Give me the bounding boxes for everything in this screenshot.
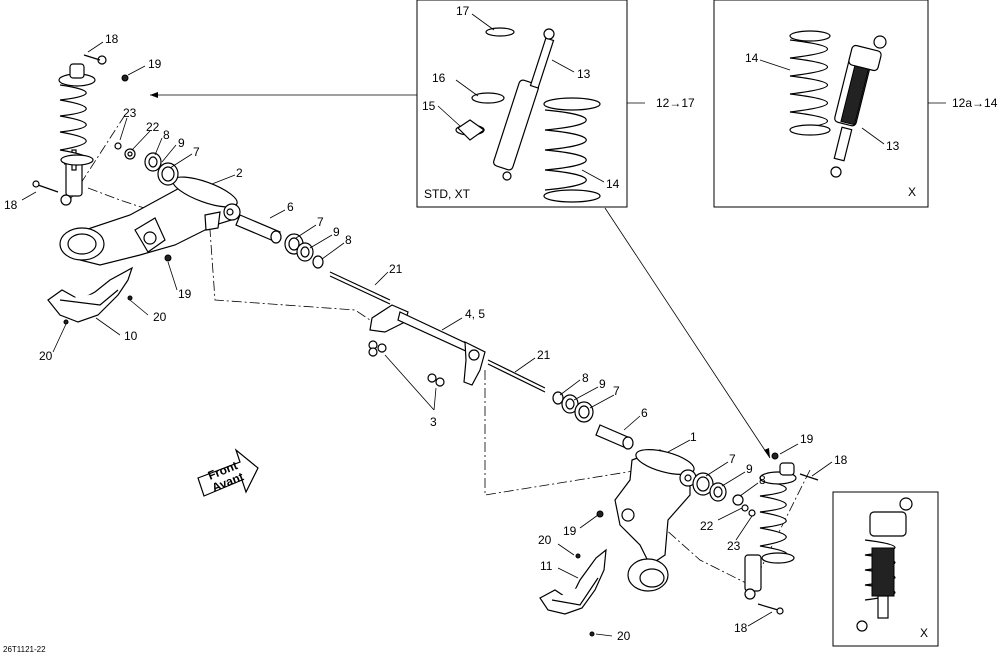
leader-lines bbox=[21, 13, 885, 637]
inset-std-xt bbox=[416, 0, 645, 208]
inset-std-callout-15: 15 bbox=[422, 99, 436, 113]
callout-1-right-a-arm: 1 bbox=[690, 430, 697, 444]
callout-8-left-upper: 8 bbox=[163, 128, 170, 142]
left-skid-plate bbox=[47, 266, 134, 325]
right-shock-absorber bbox=[744, 452, 819, 615]
callout-21-left-link: 21 bbox=[389, 262, 403, 276]
callout-6-left-shaft: 6 bbox=[287, 200, 294, 214]
inset-x-bottom bbox=[832, 491, 939, 647]
left-shock-absorber bbox=[32, 54, 129, 206]
callout-9-left-upper: 9 bbox=[178, 136, 185, 150]
left-a-arm bbox=[59, 176, 241, 266]
inset-x-top-range: 12a→14 bbox=[952, 96, 998, 110]
callout-8-right-upper: 8 bbox=[759, 473, 766, 487]
reference-code: 26T1121-22 bbox=[3, 645, 46, 654]
right-skid-plate bbox=[539, 548, 607, 637]
callout-11-right-skid: 11 bbox=[540, 559, 553, 573]
callout-10-left-skid: 10 bbox=[124, 329, 138, 343]
left-upper-bushings bbox=[114, 142, 179, 186]
callout-9-right-shaft: 9 bbox=[599, 377, 606, 391]
inset-x-top-caption: X bbox=[908, 185, 916, 199]
callout-20-right-skid: 20 bbox=[538, 533, 552, 547]
callout-labels: 18 19 23 22 8 9 7 2 6 7 9 8 18 19 20 10 … bbox=[4, 32, 848, 643]
callout-2-left-a-arm: 2 bbox=[236, 166, 243, 180]
callout-20-right-bottom: 20 bbox=[617, 629, 631, 643]
stabilizer-bar bbox=[329, 271, 546, 393]
inset-std-labels: 17 16 15 13 14 STD, XT 12→17 bbox=[422, 4, 695, 201]
callout-19-left-top: 19 bbox=[148, 57, 162, 71]
callout-23-left: 23 bbox=[123, 106, 137, 120]
callout-6-right-shaft: 6 bbox=[641, 406, 648, 420]
inset-std-range: 12→17 bbox=[656, 96, 695, 110]
inset-x-bottom-caption: X bbox=[920, 626, 928, 640]
inset-std-caption: STD, XT bbox=[424, 187, 471, 201]
callout-21-right-link: 21 bbox=[537, 348, 551, 362]
inset-x-top-labels: 14 13 X 12a→14 bbox=[745, 51, 998, 199]
callout-9-left-shaft: 9 bbox=[333, 225, 340, 239]
callout-22-right: 22 bbox=[700, 519, 714, 533]
callout-3-bolts: 3 bbox=[430, 415, 437, 429]
callout-22-left: 22 bbox=[146, 120, 160, 134]
callout-20-left-bottom: 20 bbox=[39, 349, 53, 363]
left-pivot-shaft bbox=[235, 214, 324, 269]
inset-x-callout-13: 13 bbox=[886, 139, 900, 153]
callout-23-right: 23 bbox=[727, 539, 741, 553]
inset-x-callout-14: 14 bbox=[745, 51, 759, 65]
callout-19-right-top: 19 bbox=[800, 432, 814, 446]
inset-std-callout-16: 16 bbox=[432, 71, 446, 85]
callout-4-5-stabilizer: 4, 5 bbox=[465, 307, 485, 321]
callout-18-left-bottom: 18 bbox=[4, 198, 18, 212]
callout-19-left-bottom: 19 bbox=[178, 287, 192, 301]
callout-7-right-shaft: 7 bbox=[613, 384, 620, 398]
inset-x-bottom-labels: X bbox=[920, 626, 928, 640]
front-direction-arrow: Front Avant bbox=[197, 448, 259, 497]
callout-18-right-top: 18 bbox=[834, 453, 848, 467]
inset-x-top bbox=[713, 0, 946, 208]
callout-9-right-upper: 9 bbox=[746, 462, 753, 476]
callout-8-right-shaft: 8 bbox=[582, 371, 589, 385]
right-a-arm bbox=[596, 449, 697, 592]
callout-18-right-bottom: 18 bbox=[734, 621, 748, 635]
inset-std-callout-17: 17 bbox=[456, 4, 470, 18]
inset-std-callout-14: 14 bbox=[606, 177, 620, 191]
callout-8-left-shaft: 8 bbox=[345, 233, 352, 247]
callout-7-right-upper: 7 bbox=[729, 452, 736, 466]
callout-19-right-bottom: 19 bbox=[563, 524, 577, 538]
callout-18-left-top: 18 bbox=[105, 32, 119, 46]
callout-20-left-skid: 20 bbox=[153, 310, 167, 324]
callout-7-left-upper: 7 bbox=[193, 145, 200, 159]
inset-std-callout-13: 13 bbox=[577, 67, 591, 81]
callout-7-left-shaft: 7 bbox=[317, 215, 324, 229]
right-pivot-shaft bbox=[552, 391, 634, 450]
right-upper-bushings bbox=[692, 472, 756, 517]
